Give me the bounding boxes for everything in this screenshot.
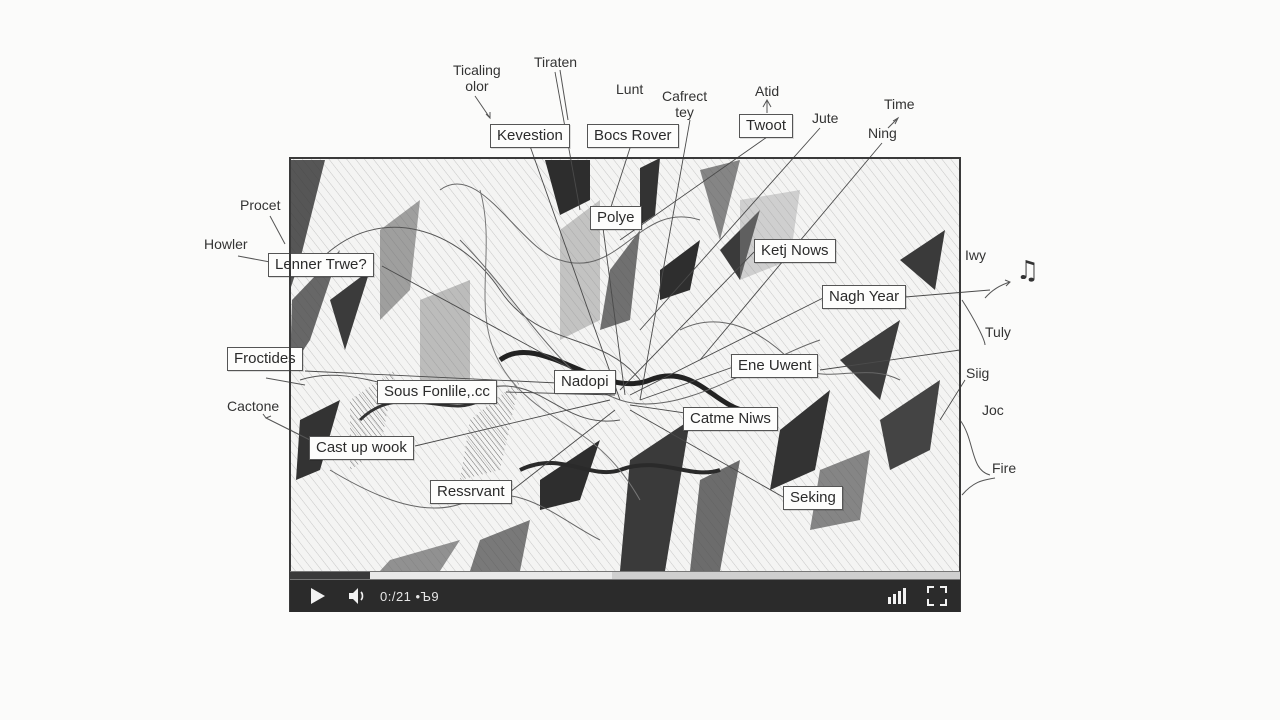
box-lenner-trwe[interactable]: Lenner Trwe? — [268, 253, 374, 277]
label-procet: Procet — [240, 197, 281, 213]
box-bocs-rover[interactable]: Bocs Rover — [587, 124, 679, 148]
box-ketj-nows[interactable]: Ketj Nows — [754, 239, 836, 263]
label-siig: Siig — [966, 365, 990, 381]
label-lunt: Lunt — [616, 81, 644, 97]
box-kevestion[interactable]: Kevestion — [490, 124, 570, 148]
label-time: Time — [884, 96, 915, 112]
box-cast-up-wook[interactable]: Cast up wook — [309, 436, 414, 460]
abstract-sketch — [290, 158, 945, 571]
label-cafrect: Cafrect tey — [662, 88, 708, 120]
label-tiraten: Tiraten — [534, 54, 578, 70]
box-nadopi[interactable]: Nadopi — [554, 370, 616, 394]
box-ene-uwent[interactable]: Ene Uwent — [731, 354, 819, 378]
box-polye[interactable]: Polye — [590, 206, 642, 230]
play-button[interactable] — [304, 584, 330, 608]
fullscreen-button[interactable] — [924, 584, 950, 608]
quality-button[interactable] — [884, 584, 910, 608]
label-ticaling: Ticaling olor — [453, 62, 501, 94]
play-icon — [311, 588, 325, 604]
box-catme-niws[interactable]: Catme Niws — [683, 407, 778, 431]
box-nagh-year[interactable]: Nagh Year — [822, 285, 907, 309]
progress-played — [290, 572, 371, 579]
volume-button[interactable] — [345, 584, 371, 608]
progress-bar[interactable] — [290, 571, 960, 580]
label-ning: Ning — [868, 125, 897, 141]
box-seking[interactable]: Seking — [783, 486, 843, 510]
box-froctides[interactable]: Froctides — [227, 347, 303, 371]
control-bar — [290, 580, 960, 612]
box-ressrvant[interactable]: Ressrvant — [430, 480, 512, 504]
progress-buffered — [290, 572, 612, 579]
fullscreen-icon — [927, 586, 947, 606]
label-howler: Howler — [204, 236, 248, 252]
box-sous-fonlile[interactable]: Sous Fonlile,.cc — [377, 380, 497, 404]
label-joc: Joc — [982, 402, 1004, 418]
label-arrows — [237, 69, 1011, 496]
label-iwy: Iwy — [965, 247, 986, 263]
connector-lines — [304, 71, 991, 498]
signal-bars-icon — [888, 588, 906, 604]
label-atid: Atid — [755, 83, 780, 99]
label-jute: Jute — [812, 110, 839, 126]
label-tuly: Tuly — [985, 324, 1011, 340]
label-fire: Fire — [992, 460, 1017, 476]
music-note-icon: ♫ — [1016, 256, 1040, 286]
time-display: 0:/21 •Ъ9 — [380, 589, 440, 604]
label-cactone: Cactone — [227, 398, 280, 414]
box-twoot[interactable]: Twoot — [739, 114, 794, 138]
volume-icon — [349, 588, 364, 604]
